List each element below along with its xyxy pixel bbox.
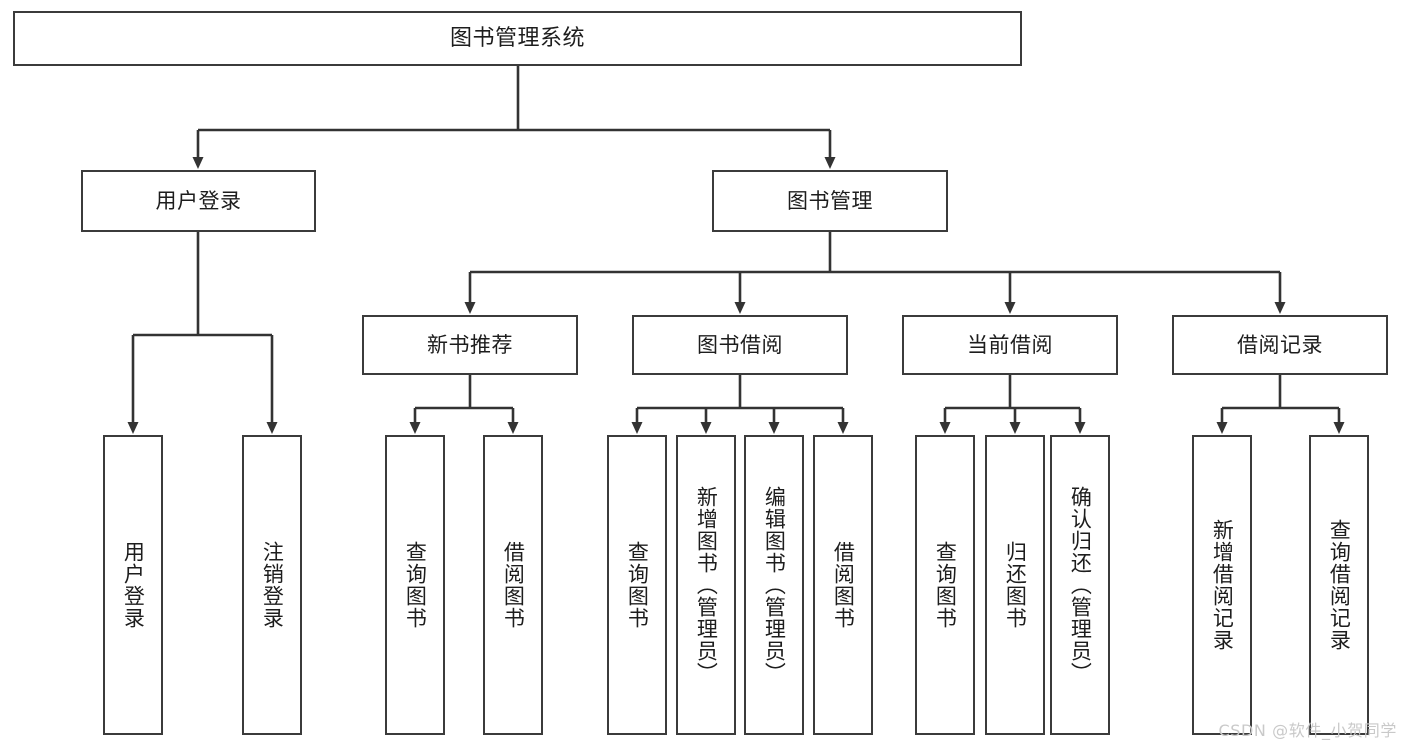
node-new-book-recommend[interactable]: 新书推荐: [362, 315, 578, 375]
leaf-query-book-borrow[interactable]: 查询图书: [607, 435, 667, 735]
leaf-borrow-book-recommend[interactable]: 借阅图书: [483, 435, 543, 735]
node-book-borrow-label: 图书借阅: [697, 332, 783, 357]
node-book-borrow[interactable]: 图书借阅: [632, 315, 848, 375]
leaf-return-book[interactable]: 归还图书: [985, 435, 1045, 735]
leaf-confirm-return-admin-label: 确认归还（管理员）: [1068, 486, 1093, 684]
leaf-query-book-recommend-label: 查询图书: [403, 541, 428, 629]
node-current-borrow-label: 当前借阅: [967, 332, 1053, 357]
leaf-query-borrow-record-label: 查询借阅记录: [1327, 519, 1352, 651]
node-root-label: 图书管理系统: [449, 25, 585, 51]
leaf-query-book-current[interactable]: 查询图书: [915, 435, 975, 735]
leaf-query-book-current-label: 查询图书: [933, 541, 958, 629]
leaf-borrow-book-recommend-label: 借阅图书: [501, 541, 526, 629]
leaf-borrow-book-label: 借阅图书: [831, 541, 856, 629]
leaf-edit-book-admin[interactable]: 编辑图书（管理员）: [744, 435, 804, 735]
node-book-management-label: 图书管理: [787, 188, 873, 213]
leaf-query-book-borrow-label: 查询图书: [625, 541, 650, 629]
node-borrow-records-label: 借阅记录: [1237, 332, 1323, 357]
node-root[interactable]: 图书管理系统: [13, 11, 1022, 66]
node-borrow-records[interactable]: 借阅记录: [1172, 315, 1388, 375]
node-book-management[interactable]: 图书管理: [712, 170, 948, 232]
node-user-login-label: 用户登录: [155, 188, 242, 213]
leaf-user-login[interactable]: 用户登录: [103, 435, 163, 735]
leaf-add-book-admin[interactable]: 新增图书（管理员）: [676, 435, 736, 735]
leaf-return-book-label: 归还图书: [1003, 541, 1028, 629]
leaf-user-login-label: 用户登录: [121, 541, 146, 629]
node-new-book-recommend-label: 新书推荐: [427, 332, 513, 357]
leaf-query-borrow-record[interactable]: 查询借阅记录: [1309, 435, 1369, 735]
leaf-logout-label: 注销登录: [260, 541, 285, 629]
leaf-confirm-return-admin[interactable]: 确认归还（管理员）: [1050, 435, 1110, 735]
leaf-borrow-book[interactable]: 借阅图书: [813, 435, 873, 735]
leaf-query-book-recommend[interactable]: 查询图书: [385, 435, 445, 735]
watermark: CSDN @软件_小贺同学: [1218, 721, 1397, 740]
leaf-logout[interactable]: 注销登录: [242, 435, 302, 735]
node-current-borrow[interactable]: 当前借阅: [902, 315, 1118, 375]
leaf-add-borrow-record-label: 新增借阅记录: [1210, 519, 1235, 651]
node-user-login[interactable]: 用户登录: [81, 170, 316, 232]
leaf-add-book-admin-label: 新增图书（管理员）: [694, 486, 719, 684]
leaf-edit-book-admin-label: 编辑图书（管理员）: [762, 486, 787, 684]
leaf-add-borrow-record[interactable]: 新增借阅记录: [1192, 435, 1252, 735]
